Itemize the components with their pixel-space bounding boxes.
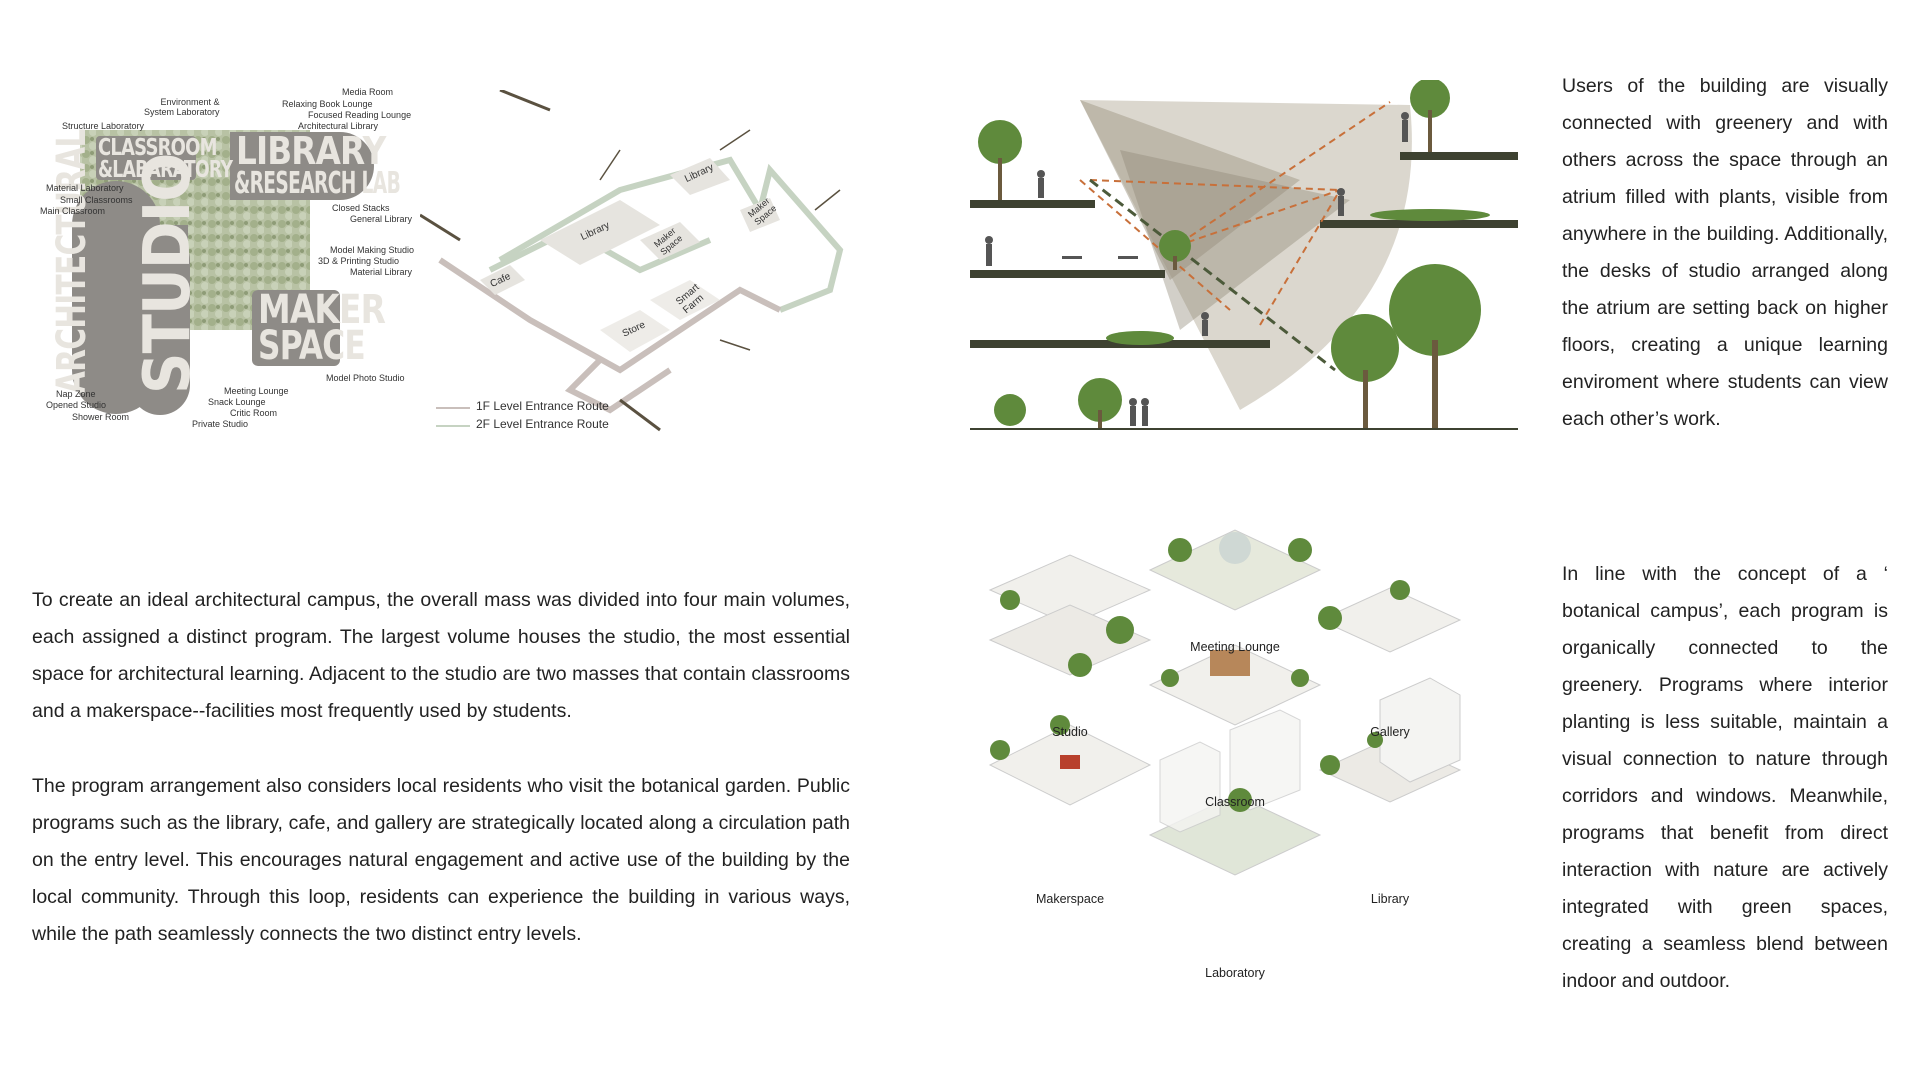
studio-mass-2 — [130, 230, 190, 415]
program-mass-diagram: CLASSROOM &LABARATORY LIBRARY &RESEARCH … — [40, 80, 440, 460]
route-2f — [498, 156, 844, 313]
classroom-mass — [96, 136, 196, 180]
iso-gallery — [1318, 580, 1462, 653]
people — [985, 112, 1409, 426]
big-label-studio: STUDIO — [131, 153, 205, 394]
route-1f-loop — [564, 357, 672, 414]
slab-level-2-left — [970, 270, 1165, 278]
program-label-library: Library — [1370, 892, 1410, 906]
room-closed-stacks: Closed Stacks — [332, 203, 390, 213]
view-cone-3 — [1120, 150, 1350, 330]
library-mass — [230, 132, 374, 200]
entry-arrow-4 — [719, 129, 751, 151]
program-label-gallery: Gallery — [1370, 725, 1410, 739]
room-structure-lab: Structure Laboratory — [62, 121, 145, 131]
room-meeting-lounge: Meeting Lounge — [224, 386, 289, 396]
iso-laboratory — [1148, 709, 1322, 876]
slab-level-1-left — [970, 340, 1270, 348]
sightline-2 — [1164, 189, 1341, 251]
iso-blocks — [988, 529, 1462, 876]
room-focused-lounge: Focused Reading Lounge — [308, 110, 412, 120]
room-general-library: General Library — [350, 214, 413, 224]
sightline-1 — [1089, 179, 1341, 191]
room-nap-zone: Nap Zone — [56, 389, 96, 399]
intro-paragraph: To create an ideal architectural campus,… — [32, 589, 850, 722]
big-label-research: &RESEARCH LAB — [234, 166, 401, 201]
atrium-section-diagram — [970, 80, 1520, 430]
entry-arrow-3 — [599, 149, 621, 181]
slab-level-4-right — [1400, 152, 1518, 160]
block-cafe — [480, 265, 525, 295]
program-label-classroom: Classroom — [1205, 795, 1265, 809]
sightline-5 — [1079, 179, 1231, 311]
program-label-laboratory: Laboratory — [1205, 966, 1265, 980]
block-smart-farm — [650, 280, 720, 320]
program-label-makerspace: Makerspace — [1035, 892, 1105, 906]
program-isometrics: Studio Meeting Lounge Gallery Classroom … — [980, 500, 1520, 1000]
room-shower-room: Shower Room — [72, 412, 130, 422]
legend-line-2f — [436, 425, 470, 427]
iso-makerspace — [988, 715, 1152, 806]
sightline-3 — [1169, 101, 1391, 251]
entry-arrow-1 — [499, 90, 551, 112]
big-label-classroom: CLASSROOM — [98, 135, 217, 161]
sightline-main — [1089, 178, 1336, 372]
atrium-section — [970, 80, 1518, 430]
trees — [978, 80, 1490, 428]
iso-library — [1318, 677, 1462, 803]
iso-classroom — [1148, 644, 1322, 726]
room-material-library: Material Library — [350, 267, 413, 277]
block-maker-1 — [640, 222, 700, 260]
block-maker-2 — [740, 198, 780, 232]
room-model-making: Model Making Studio — [330, 245, 415, 255]
botanical-paragraph: In line with the concept of a ‘ botanica… — [1562, 563, 1888, 992]
view-cone-2 — [1080, 100, 1300, 280]
slab-level-3-left — [970, 200, 1095, 208]
iso-studio — [988, 554, 1152, 677]
route-1f — [438, 257, 782, 374]
room-critic-room: Critic Room — [230, 408, 278, 418]
big-label-maker: MAKER — [258, 287, 386, 333]
block-library-upper — [670, 158, 730, 195]
legend-1f: 1F Level Entrance Route — [476, 399, 609, 413]
entry-arrow-7 — [619, 398, 661, 432]
atrium-paragraph: Users of the building are visually conne… — [1562, 75, 1888, 430]
room-relaxing-lounge: Relaxing Book Lounge — [282, 99, 373, 109]
sightline-4 — [1259, 189, 1341, 326]
circulation-paths — [420, 90, 844, 432]
room-media-room: Media Room — [342, 87, 394, 97]
program-label-meeting-lounge: Meeting Lounge — [1190, 640, 1280, 654]
room-private-studio: Private Studio — [192, 419, 249, 429]
room-opened-studio: Opened Studio — [46, 400, 107, 410]
entry-arrow-5 — [814, 189, 841, 211]
entry-arrow-6 — [719, 339, 751, 351]
ground-line — [970, 428, 1518, 430]
room-environment-lab: Environment & System Laboratory — [144, 97, 220, 117]
room-snack-lounge: Snack Lounge — [208, 397, 266, 407]
block-store — [600, 310, 670, 352]
iso-meeting-lounge — [1148, 529, 1322, 611]
room-material-lab: Material Laboratory — [46, 183, 124, 193]
mass-shapes — [72, 130, 374, 415]
legend-2f: 2F Level Entrance Route — [476, 417, 609, 431]
room-model-photo: Model Photo Studio — [326, 373, 405, 383]
legend-line-1f — [436, 407, 470, 409]
entry-arrow-2 — [420, 213, 461, 242]
big-label-laboratory: &LABARATORY — [98, 157, 233, 183]
room-arch-library: Architectural Library — [298, 121, 379, 131]
block-library — [540, 200, 660, 265]
program-paragraph: The program arrangement also considers l… — [32, 775, 850, 945]
big-label-architectural: ARCHITECTURAL — [49, 129, 95, 394]
room-printing-studio: 3D & Printing Studio — [318, 256, 400, 266]
room-main-classroom: Main Classroom — [40, 206, 106, 216]
big-label-library: LIBRARY — [236, 129, 386, 173]
makerspace-mass — [252, 290, 340, 366]
room-small-classrooms: Small Classrooms — [60, 195, 133, 205]
circulation-diagram: Library Library Cafe Maker Space Maker S… — [420, 90, 860, 450]
program-label-studio: Studio — [1052, 725, 1088, 739]
slab-level-3-right — [1320, 220, 1518, 228]
big-label-space: SPACE — [258, 323, 366, 369]
